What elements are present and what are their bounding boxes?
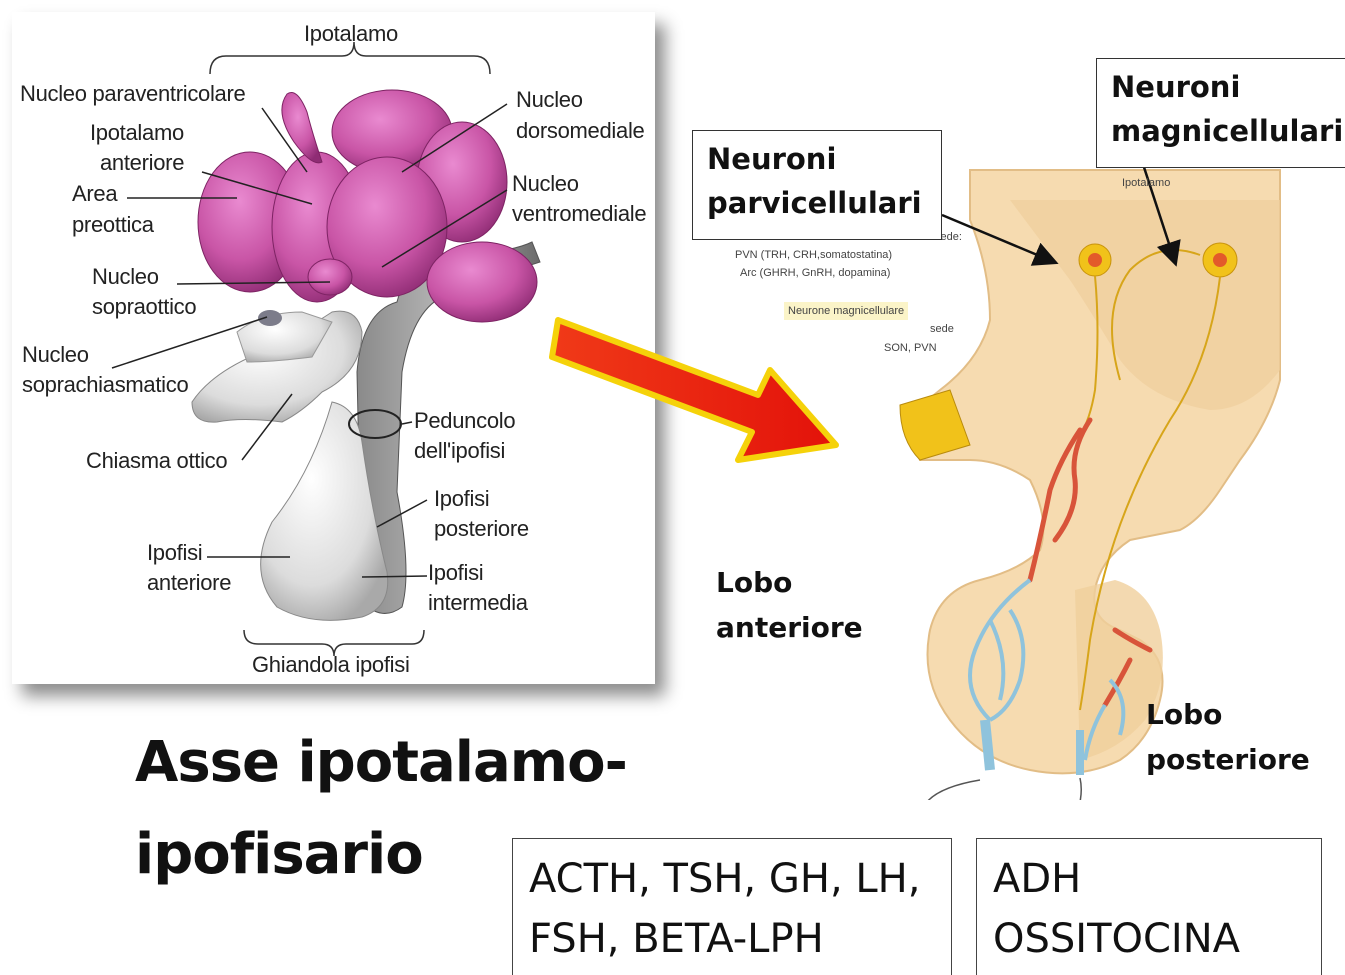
title-line2: ipofisario [135, 815, 423, 895]
label-ipotalamo-anteriore-1: Ipotalamo [90, 118, 184, 148]
label-ipofisi-posteriore-2: posteriore [434, 514, 529, 544]
label-lobo-posteriore-1: Lobo [1146, 692, 1222, 737]
label-peduncolo-1: Peduncolo [414, 406, 515, 436]
label-ipofisi-anteriore-1: Ipofisi [147, 538, 202, 568]
label-ipofisi-anteriore-2: anteriore [147, 568, 231, 598]
label-chiasma-ottico: Chiasma ottico [86, 446, 227, 476]
label-ipofisi-intermedia-1: Ipofisi [428, 558, 483, 588]
box-magnicellulari-line2: magnicellulari [1111, 109, 1331, 153]
small-label-pvn: PVN (TRH, CRH,somatostatina) [735, 246, 892, 264]
label-nucleo-soprachiasmatico-1: Nucleo [22, 340, 89, 370]
label-lobo-posteriore-2: posteriore [1146, 737, 1310, 782]
label-lobo-anteriore-2: anteriore [716, 605, 863, 650]
big-arrow [548, 300, 848, 470]
small-label-ipotalamo: Ipotalamo [1122, 174, 1170, 192]
label-lobo-anteriore-1: Lobo [716, 560, 792, 605]
label-ipofisi-intermedia-2: intermedia [428, 588, 528, 618]
box-neuroni-parvicellulari: Neuroni parvicellulari [692, 130, 942, 240]
small-label-neurone-magnicellulare: Neurone magnicellulare [784, 302, 908, 320]
hormone-posterior-line2: OSSITOCINA [993, 909, 1305, 969]
label-nucleo-dorsomediale-2: dorsomediale [516, 116, 644, 146]
label-ipotalamo-anteriore-2: anteriore [100, 148, 184, 178]
label-ipofisi-posteriore-1: Ipofisi [434, 484, 489, 514]
hormone-box-anterior: ACTH, TSH, GH, LH, FSH, BETA-LPH [512, 838, 952, 975]
label-area-preottica-2: preottica [72, 210, 154, 240]
hormone-box-posterior: ADH OSSITOCINA [976, 838, 1322, 975]
small-label-son-pvn: SON, PVN [884, 339, 937, 357]
small-label-sede2: sede [930, 320, 954, 338]
hormone-posterior-line1: ADH [993, 849, 1305, 909]
box-parvicellulari-line2: parvicellulari [707, 181, 927, 225]
label-ipotalamo: Ipotalamo [304, 19, 398, 49]
hormone-anterior-line2: FSH, BETA-LPH [529, 909, 935, 969]
hormone-anterior-line1: ACTH, TSH, GH, LH, [529, 849, 935, 909]
label-nucleo-sopraottico-2: sopraottico [92, 292, 196, 322]
small-label-arc: Arc (GHRH, GnRH, dopamina) [740, 264, 890, 282]
label-nucleo-paraventricolare: Nucleo paraventricolare [20, 79, 245, 109]
label-area-preottica-1: Area [72, 179, 117, 209]
label-nucleo-sopraottico-1: Nucleo [92, 262, 159, 292]
title-line1: Asse ipotalamo- [135, 723, 627, 803]
label-peduncolo-2: dell'ipofisi [414, 436, 505, 466]
box-magnicellulari-line1: Neuroni [1111, 65, 1331, 109]
box-neuroni-magnicellulari: Neuroni magnicellulari [1096, 58, 1345, 168]
box-parvicellulari-line1: Neuroni [707, 137, 927, 181]
label-ghiandola-ipofisi: Ghiandola ipofisi [252, 650, 410, 680]
label-nucleo-dorsomediale-1: Nucleo [516, 85, 583, 115]
label-nucleo-soprachiasmatico-2: soprachiasmatico [22, 370, 188, 400]
label-nucleo-ventromediale-1: Nucleo [512, 169, 579, 199]
label-nucleo-ventromediale-2: ventromediale [512, 199, 646, 229]
